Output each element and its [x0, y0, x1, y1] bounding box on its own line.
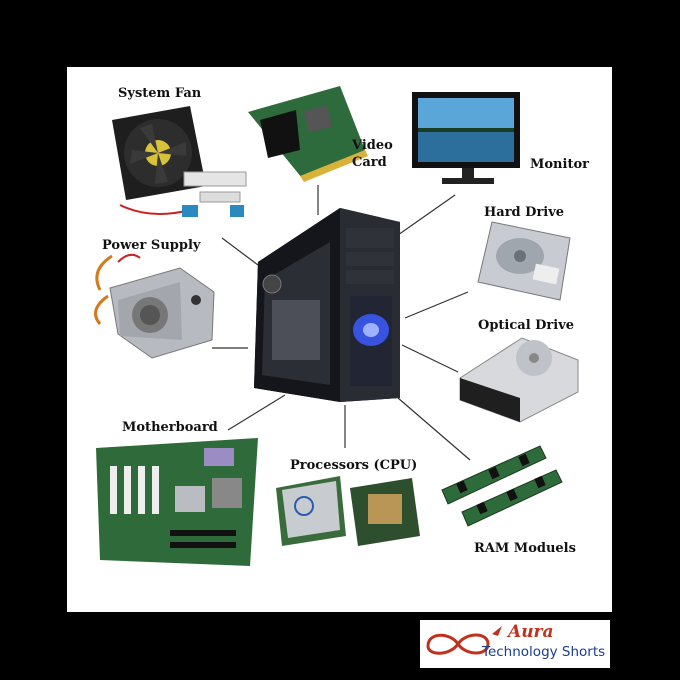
motherboard-image: [96, 438, 258, 566]
line-motherboard: [227, 394, 286, 431]
label-motherboard: Motherboard: [122, 420, 218, 435]
label-processors: Processors (CPU): [290, 458, 418, 473]
line-monitor: [397, 194, 456, 236]
connector-lines: [212, 185, 471, 461]
label-system-fan: System Fan: [118, 86, 202, 101]
hard-drive-image: [477, 221, 571, 301]
aura-logo: Aura Technology Shorts: [420, 620, 610, 668]
power-supply-image: [94, 253, 215, 359]
video-card-image: [248, 86, 368, 182]
line-ram: [397, 397, 471, 461]
monitor-image: [412, 92, 520, 184]
line-hdd: [404, 291, 469, 319]
label-power-supply: Power Supply: [102, 238, 201, 253]
label-ram-modules: RAM Moduels: [474, 541, 576, 556]
system-fan-image: [112, 106, 247, 217]
processors-image: [276, 476, 420, 546]
line-fan: [221, 237, 259, 266]
optical-drive-image: [459, 337, 579, 423]
label-optical-drive: Optical Drive: [478, 318, 575, 333]
label-hard-drive: Hard Drive: [484, 205, 565, 220]
label-video-card-line1: Video: [352, 138, 393, 153]
infinity-icon: [426, 626, 502, 655]
logo-line2: Technology Shorts: [482, 644, 606, 660]
ram-modules-image: [441, 445, 563, 527]
pc-case: [254, 208, 400, 402]
label-video-card-line2: Card: [352, 155, 387, 170]
label-monitor: Monitor: [530, 157, 589, 172]
logo-line1: Aura: [508, 622, 554, 642]
line-optical: [401, 344, 459, 373]
